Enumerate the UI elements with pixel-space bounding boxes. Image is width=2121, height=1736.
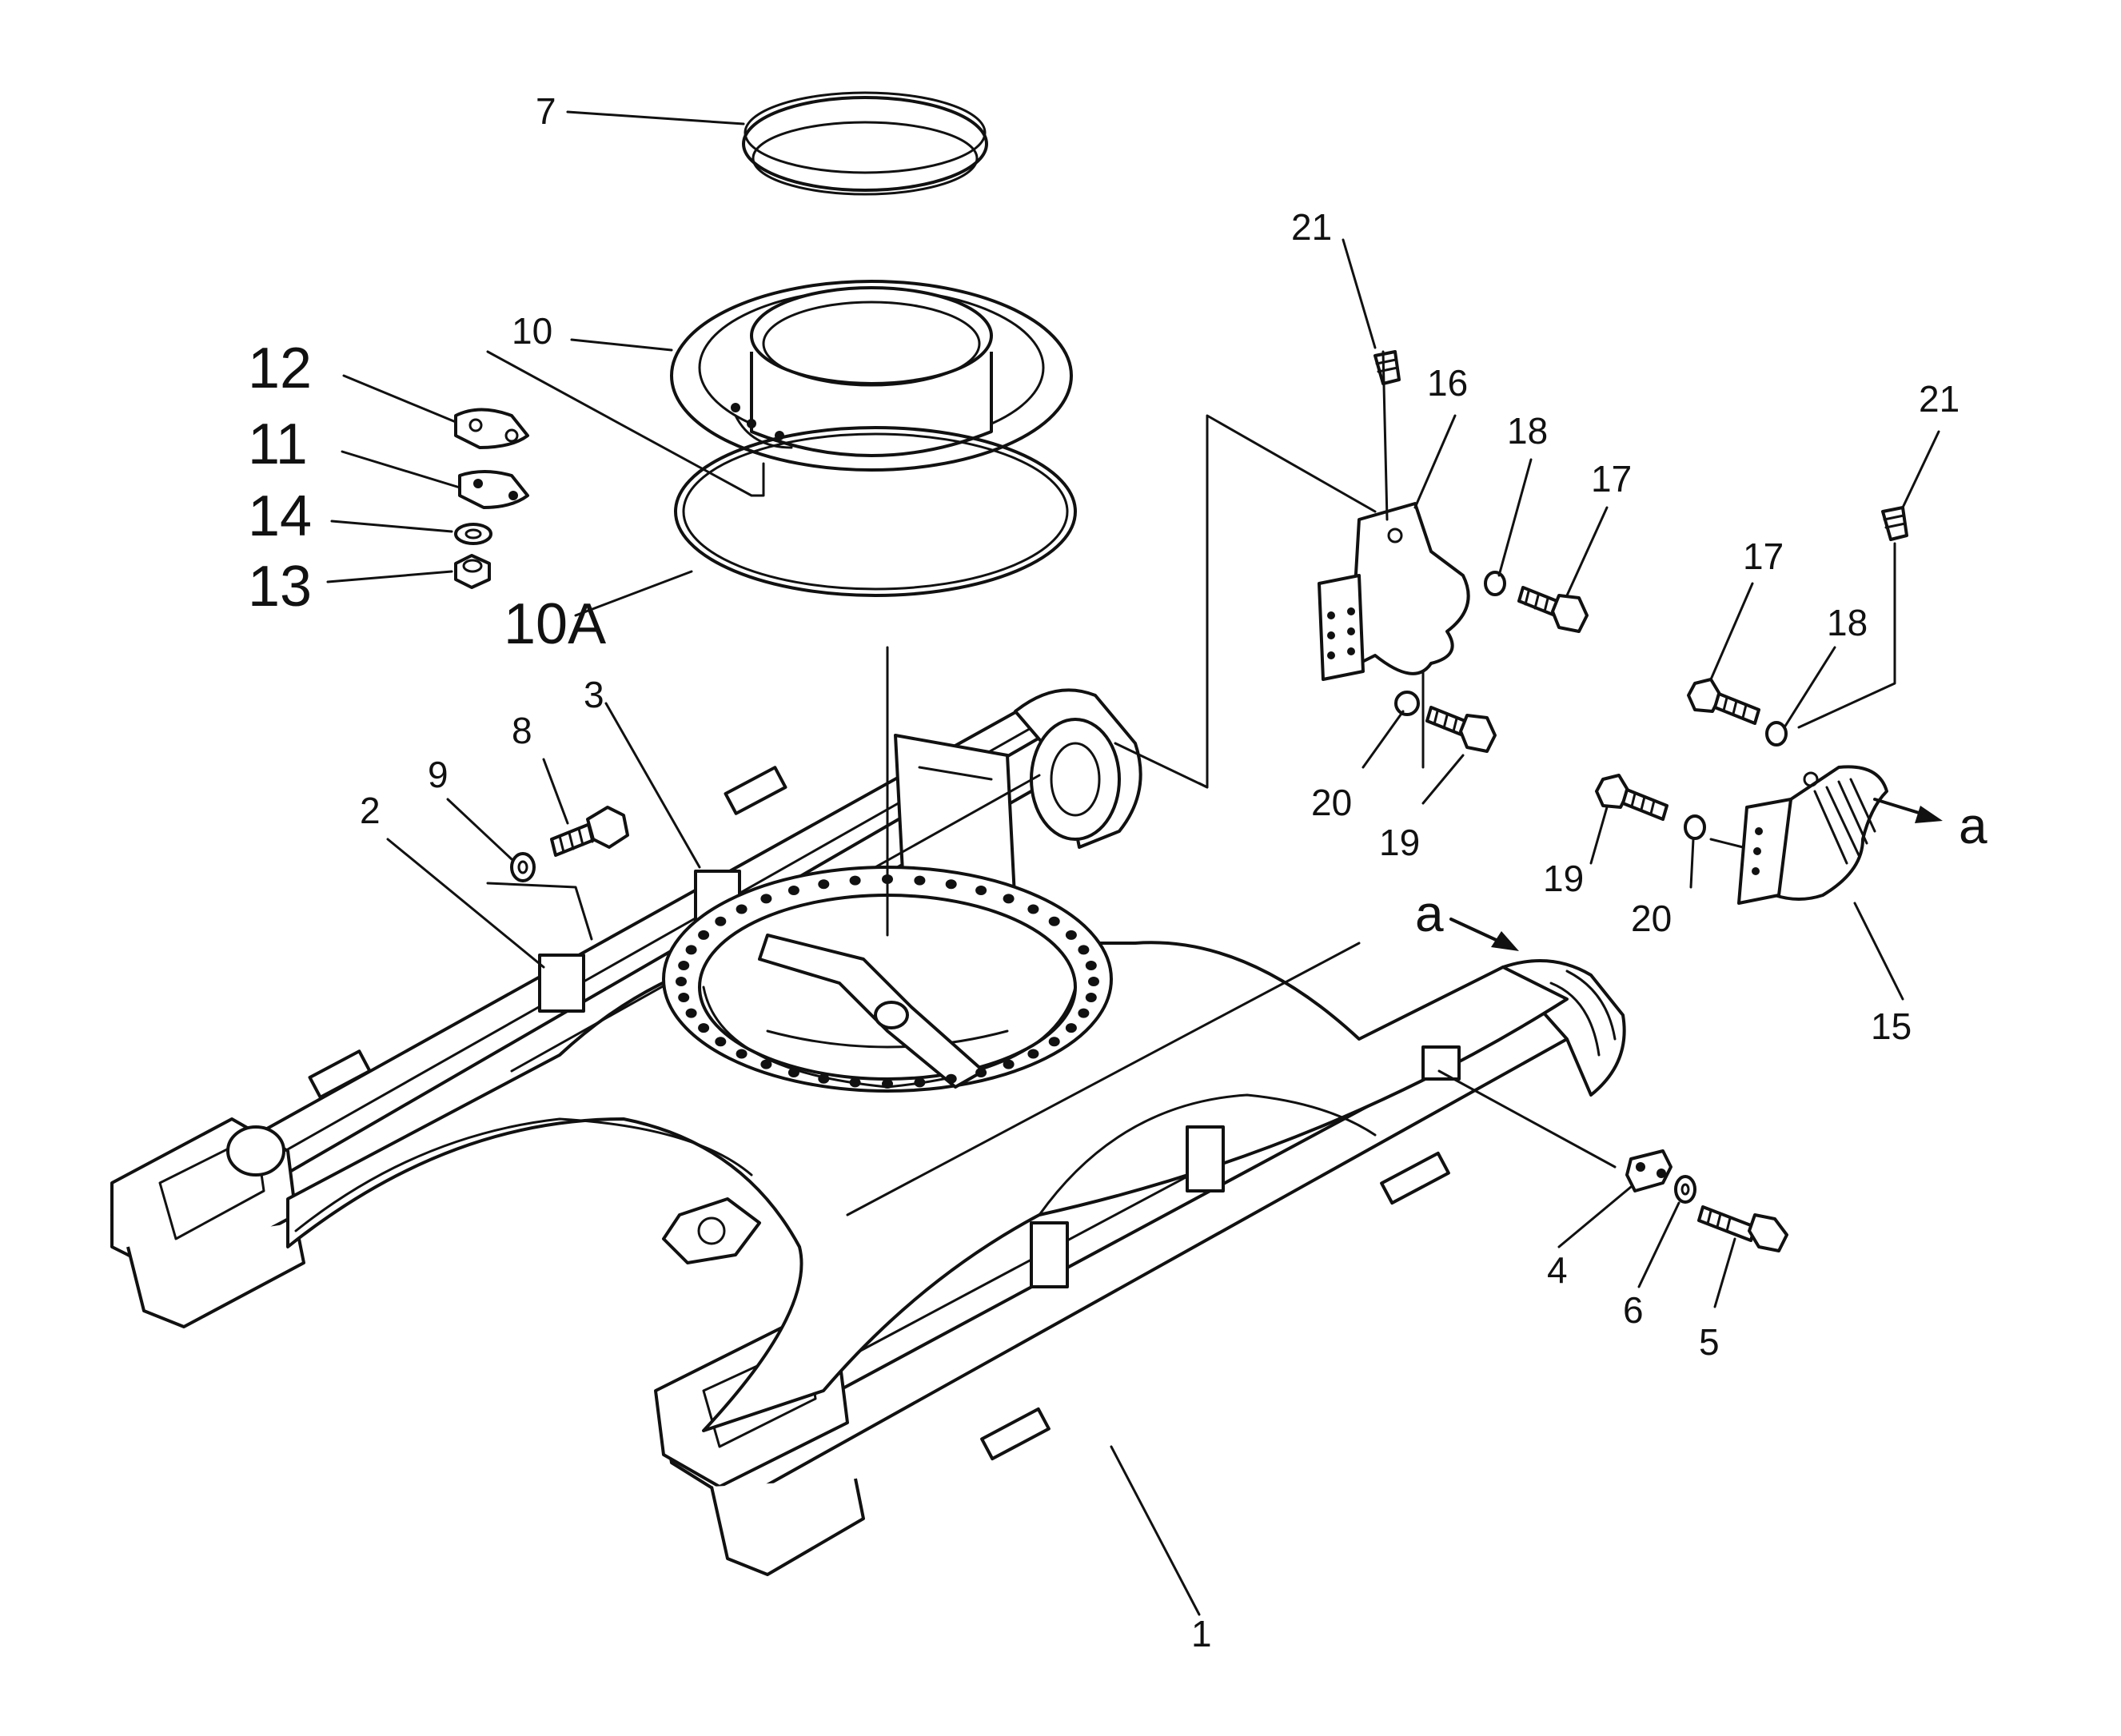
bolt-hole [1027,904,1039,914]
parts-4-5-6 [1625,1149,1788,1252]
bolt-hole [1003,894,1015,904]
label-21a: 21 [1291,206,1332,248]
bolt-hole [1065,1023,1077,1033]
bolt-hole [715,1037,727,1047]
label-2: 2 [360,790,381,831]
label-8: 8 [512,710,532,751]
bolt-hole [715,916,727,926]
bolt-hole [678,993,690,1002]
bolt-hole [685,945,697,955]
bolt-hole [818,1073,830,1084]
label-12: 12 [248,336,312,400]
label-6: 6 [1623,1289,1644,1331]
bolt-hole [914,875,926,886]
bolt-hole [736,904,748,914]
label-view-a-2: a [1959,797,1987,854]
bolt-hole [1088,977,1099,986]
bolt-hole [676,977,687,986]
label-11: 11 [248,412,308,476]
bolt-hole [1078,945,1090,955]
part-15-guard [1595,506,1908,905]
label-14: 14 [248,484,312,548]
callout-labels: 1 2 3 4 5 6 7 8 9 10 10A 11 12 13 14 15 … [248,90,1987,1654]
bolt-hole [736,1049,748,1059]
label-10: 10 [512,310,552,352]
bolt-hole [760,894,772,904]
bolt-hole [1078,1008,1090,1018]
bolt-hole [945,1073,957,1084]
label-18a: 18 [1507,410,1548,452]
bolt-hole-ring [676,874,1099,1089]
part-10a-o-ring [674,426,1077,597]
bolt-hole [1003,1059,1015,1069]
bolt-8-washer-9 [510,806,629,882]
label-17b: 17 [1743,536,1784,577]
label-view-a-1: a [1415,885,1444,942]
bolt-hole [678,961,690,970]
label-20b: 20 [1631,898,1672,939]
label-19a: 19 [1379,822,1420,863]
bolt-hole [1085,993,1097,1002]
bolt-hole [1048,916,1060,926]
label-4: 4 [1547,1249,1568,1291]
bolt-hole [849,875,861,886]
label-3: 3 [584,674,604,715]
bolt-hole [975,1068,987,1077]
swing-circle-mount [662,866,1113,1093]
label-17a: 17 [1591,458,1632,500]
label-5: 5 [1699,1321,1720,1363]
label-18b: 18 [1827,602,1868,643]
parts-11-14-stack [454,408,529,589]
label-20a: 20 [1311,782,1352,823]
label-15: 15 [1871,1005,1912,1047]
bolt-hole [1085,961,1097,970]
bolt-hole [818,879,830,890]
bolt-hole [914,1077,926,1088]
bolt-hole [945,879,957,890]
label-1: 1 [1191,1613,1212,1654]
part-16-guard [1318,350,1589,753]
part-10-center-cap [670,280,1073,472]
bolt-hole [760,1059,772,1069]
label-21b: 21 [1919,378,1960,420]
bolt-hole [787,886,799,895]
bolt-hole [882,1079,893,1089]
bolt-hole [787,1068,799,1077]
bolt-hole [975,886,987,895]
bolt-hole [1065,930,1077,940]
label-13: 13 [248,555,312,619]
label-19b: 19 [1543,858,1584,899]
bolt-hole [849,1077,861,1088]
label-7: 7 [536,90,556,132]
leader-lines [326,110,1943,1616]
bolt-hole [1048,1037,1060,1047]
part-7-seal-ring [742,91,988,196]
label-10a: 10A [504,592,606,656]
label-16: 16 [1427,362,1468,404]
bolt-hole [698,1023,710,1033]
bolt-hole [698,930,710,940]
bolt-hole [685,1008,697,1018]
bolt-hole [1027,1049,1039,1059]
label-9: 9 [428,754,449,795]
